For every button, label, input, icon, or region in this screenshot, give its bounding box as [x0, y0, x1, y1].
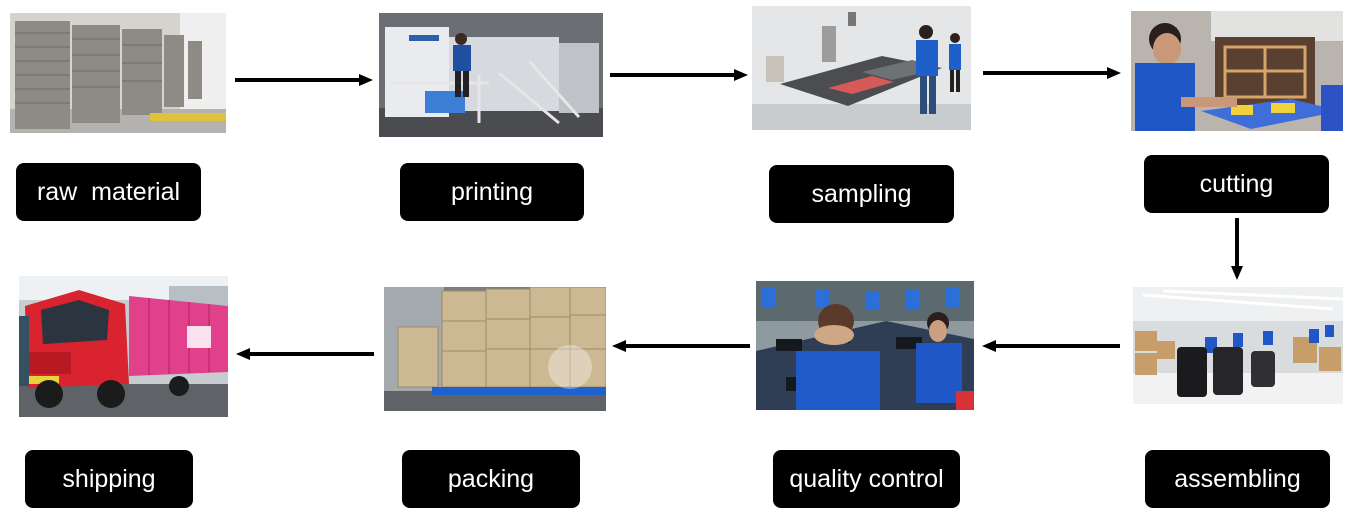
step-label-printing: printing — [400, 163, 584, 221]
step-label-sampling: sampling — [769, 165, 954, 223]
sampling-photo — [752, 6, 971, 130]
step-label-cutting: cutting — [1144, 155, 1329, 213]
step-label-quality-control: quality control — [773, 450, 960, 508]
cutting-photo — [1131, 11, 1343, 131]
step-label-raw-material: raw material — [16, 163, 201, 221]
raw-material-photo — [10, 13, 226, 133]
step-label-assembling: assembling — [1145, 450, 1330, 508]
arrow-raw-material-to-printing — [235, 72, 373, 88]
packing-photo — [384, 287, 606, 411]
arrow-cutting-to-assembling — [1229, 218, 1245, 280]
arrow-packing-to-shipping — [236, 346, 374, 362]
arrow-assembling-to-quality-control — [982, 338, 1120, 354]
arrow-printing-to-sampling — [610, 67, 748, 83]
shipping-photo — [19, 276, 228, 417]
step-label-shipping: shipping — [25, 450, 193, 508]
quality-control-photo — [756, 281, 974, 410]
step-label-packing: packing — [402, 450, 580, 508]
arrow-sampling-to-cutting — [983, 65, 1121, 81]
assembling-photo — [1133, 287, 1343, 404]
arrow-quality-control-to-packing — [612, 338, 750, 354]
printing-photo — [379, 13, 603, 137]
